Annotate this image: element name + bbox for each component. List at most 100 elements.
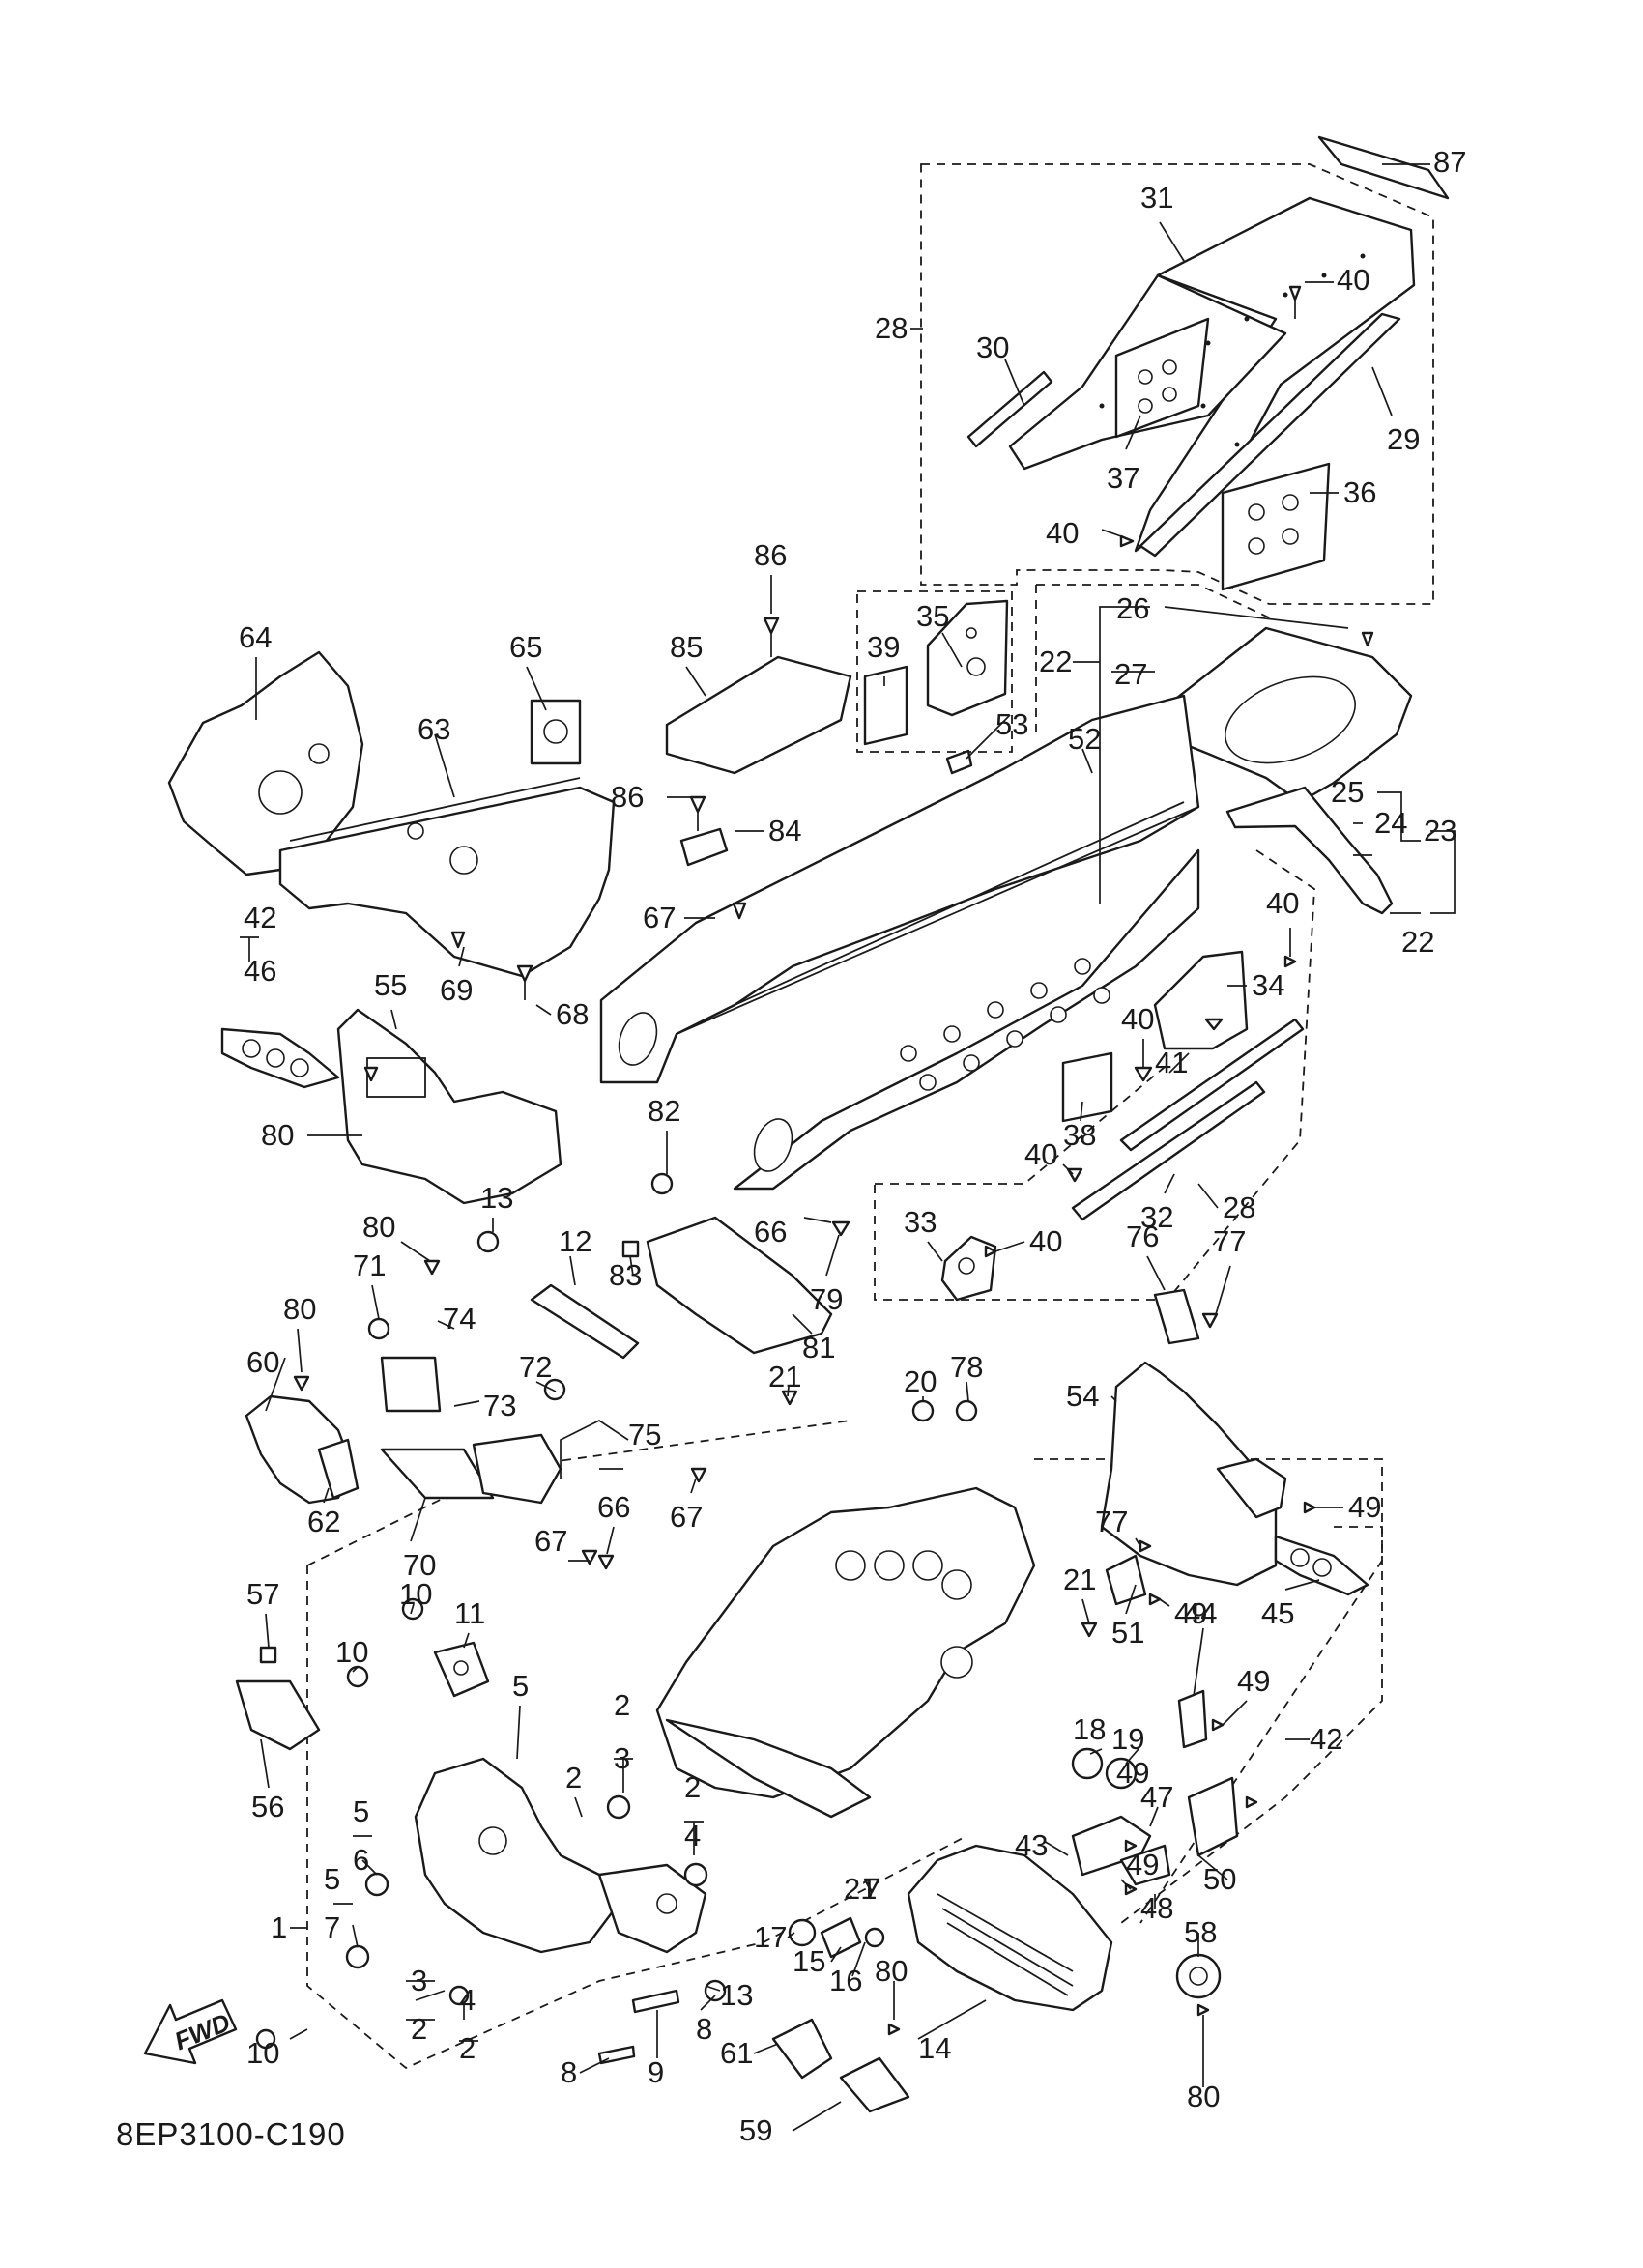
callout-43: 43 — [1015, 1828, 1048, 1862]
callout-14: 14 — [918, 2031, 951, 2065]
callout-2: 2 — [684, 1770, 701, 1804]
callout-11: 11 — [454, 1596, 485, 1630]
callout-66: 66 — [597, 1490, 630, 1524]
callout-9: 9 — [648, 2055, 664, 2089]
callout-26: 26 — [1116, 591, 1149, 625]
callout-67: 67 — [643, 901, 676, 934]
callout-75: 75 — [628, 1418, 661, 1451]
callout-62: 62 — [307, 1505, 340, 1538]
callout-83: 83 — [609, 1258, 642, 1292]
callout-42: 42 — [1310, 1722, 1342, 1756]
part-41-32-rails — [1071, 1018, 1305, 1221]
part-59-61-brackets — [771, 2018, 910, 2113]
part-42-46-plate — [220, 1027, 340, 1089]
part-5-1-front-suspension — [414, 1757, 707, 1954]
callout-2: 2 — [411, 2012, 427, 2046]
callout-71: 71 — [353, 1249, 386, 1282]
callout-31: 31 — [1140, 181, 1173, 215]
callout-49: 49 — [1174, 1596, 1207, 1630]
callout-82: 82 — [648, 1094, 680, 1128]
part-58-hub — [1175, 1953, 1222, 1999]
callout-22: 22 — [1039, 645, 1072, 678]
callout-55: 55 — [374, 968, 407, 1002]
part-37-plate — [1114, 317, 1210, 439]
callout-59: 59 — [739, 2113, 772, 2147]
callout-33: 33 — [904, 1205, 937, 1239]
part-76-bracket — [1153, 1288, 1200, 1345]
callout-17: 17 — [754, 1920, 787, 1954]
callout-77: 77 — [1213, 1224, 1246, 1258]
callout-56: 56 — [251, 1790, 284, 1823]
callout-49: 49 — [1116, 1756, 1149, 1790]
callout-40: 40 — [1024, 1137, 1057, 1171]
callout-37: 37 — [1107, 461, 1139, 495]
callout-80: 80 — [261, 1118, 294, 1152]
part-47-48-plates — [1071, 1815, 1171, 1886]
part-18-19-bearings — [1071, 1747, 1138, 1790]
callout-63: 63 — [418, 712, 450, 746]
part-50-plate — [1187, 1776, 1239, 1857]
callout-36: 36 — [1343, 475, 1376, 509]
callout-30: 30 — [976, 330, 1009, 364]
part-84-bracket — [679, 827, 729, 867]
callout-25: 25 — [1331, 775, 1364, 809]
part-51-bracket — [1105, 1554, 1147, 1606]
callout-86: 86 — [754, 538, 787, 572]
callout-79: 79 — [810, 1282, 843, 1316]
part-11-bracket — [433, 1641, 490, 1698]
part-55-bracket — [336, 1008, 562, 1205]
part-35-bracket — [926, 599, 1009, 717]
callout-51: 51 — [1111, 1616, 1144, 1650]
center-frame — [655, 1486, 1036, 1819]
callout-70: 70 — [403, 1548, 436, 1582]
callout-45: 45 — [1261, 1596, 1294, 1630]
callout-47: 47 — [1140, 1780, 1173, 1814]
callout-18: 18 — [1073, 1712, 1106, 1746]
callout-32: 32 — [1140, 1200, 1173, 1234]
callout-68: 68 — [556, 997, 589, 1031]
callout-69: 69 — [440, 973, 473, 1007]
callout-39: 39 — [867, 630, 900, 664]
callout-80: 80 — [1187, 2080, 1220, 2113]
callout-28: 28 — [1223, 1191, 1255, 1224]
callout-78: 78 — [950, 1350, 983, 1384]
part-54-seat-bracket — [1100, 1361, 1287, 1587]
callout-6: 6 — [353, 1843, 369, 1877]
callout-34: 34 — [1252, 968, 1284, 1002]
part-14-cooler — [907, 1844, 1113, 2012]
callout-5: 5 — [512, 1669, 529, 1703]
callout-13: 13 — [480, 1181, 513, 1215]
callout-21: 21 — [1063, 1563, 1096, 1596]
part-45-plate — [1274, 1535, 1369, 1596]
callout-73: 73 — [483, 1389, 516, 1422]
callout-57: 57 — [246, 1577, 279, 1611]
callout-4: 4 — [459, 1983, 476, 2017]
callout-80: 80 — [283, 1292, 316, 1326]
callout-22: 22 — [1401, 925, 1434, 959]
callout-85: 85 — [670, 630, 703, 664]
callout-38: 38 — [1063, 1118, 1096, 1152]
fwd-arrow-icon: FWD — [143, 1998, 238, 2065]
callout-53: 53 — [995, 707, 1028, 741]
part-60-62-brackets — [245, 1394, 360, 1505]
part-38-plate — [1061, 1051, 1113, 1123]
part-22-23-rear-axle — [1225, 786, 1394, 915]
callout-76: 76 — [1126, 1220, 1159, 1253]
callout-2: 2 — [459, 2031, 476, 2065]
callout-21: 21 — [844, 1872, 877, 1906]
callout-12: 12 — [559, 1224, 591, 1258]
callout-24: 24 — [1374, 806, 1407, 840]
part-64-front-panel — [167, 650, 364, 876]
callout-5: 5 — [324, 1862, 340, 1896]
callout-52: 52 — [1068, 722, 1101, 756]
diagram-code: 8EP3100-C190 — [116, 2116, 346, 2152]
callout-84: 84 — [768, 814, 801, 847]
callout-20: 20 — [904, 1364, 937, 1398]
part-33-bracket — [940, 1235, 997, 1302]
part-73-70-72-brackets — [380, 1356, 562, 1505]
part-85-cover — [665, 655, 852, 775]
callout-5: 5 — [353, 1794, 369, 1828]
callout-10: 10 — [335, 1635, 368, 1669]
callout-labels: 87 31 40 28 30 29 37 36 40 86 35 39 26 2… — [239, 145, 1466, 2147]
